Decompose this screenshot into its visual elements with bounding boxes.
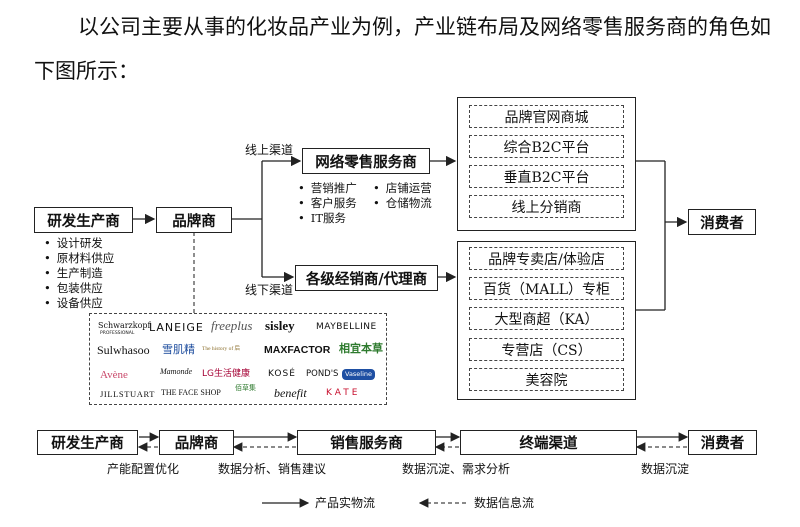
- rd-item: 设计研发: [44, 236, 103, 251]
- legend-physical-flow: 产品实物流: [315, 496, 376, 510]
- demand-analysis-label: 数据沉淀、需求分析: [402, 462, 511, 476]
- logo-xuejijing: 雪肌精: [162, 343, 195, 356]
- intro-line-1: 以公司主要从事的化妆品产业为例，产业链布局及网络零售服务商的角色如: [78, 15, 771, 39]
- logo-lg-household: LG生活健康: [202, 369, 250, 379]
- bottom-rd-producer-box: 研发生产商: [37, 430, 138, 455]
- net-retail-item: 营销推广: [298, 181, 357, 196]
- capacity-optimization-label: 产能配置优化: [107, 462, 180, 476]
- rd-producer-box: 研发生产商: [34, 207, 133, 233]
- offline-channel-item: 百货（MALL）专柜: [469, 277, 624, 300]
- offline-channel-item: 专营店（CS）: [469, 338, 624, 361]
- logo-mamonde: Mamonde: [160, 367, 192, 376]
- logo-herborist: 佰草集: [235, 384, 256, 392]
- brand-logos-frame: Schwarzkopf PROFESSIONAL LANEIGE freeplu…: [89, 313, 387, 405]
- offline-channel-item: 大型商超（KA）: [469, 307, 624, 330]
- net-retail-item: 店铺运营: [373, 181, 432, 196]
- logo-laneige: LANEIGE: [149, 321, 204, 334]
- net-retail-item: 客户服务: [298, 196, 357, 211]
- logo-benefit: benefit: [274, 386, 307, 400]
- logo-xiangyi: 相宜本草: [339, 342, 383, 355]
- bottom-sales-service-box: 销售服务商: [297, 430, 436, 455]
- offline-channel-label: 线下渠道: [245, 283, 294, 297]
- logo-thefaceshop: THE FACE SHOP: [161, 388, 221, 397]
- online-channel-item: 品牌官网商城: [469, 105, 624, 128]
- online-channel-item: 线上分销商: [469, 195, 624, 218]
- data-analysis-label: 数据分析、销售建议: [218, 462, 327, 476]
- logo-kate: KATE: [326, 388, 361, 398]
- logo-sisley: sisley: [265, 318, 295, 333]
- intro-line-2: 下图所示：: [34, 59, 139, 83]
- bottom-terminal-channel-box: 终端渠道: [460, 430, 637, 455]
- logo-maybelline: MAYBELLINE: [316, 322, 377, 332]
- rd-item: 设备供应: [44, 296, 103, 311]
- offline-channel-item: 品牌专卖店/体验店: [469, 247, 624, 270]
- online-channel-item: 垂直B2C平台: [469, 165, 624, 188]
- logo-freeplus: freeplus: [211, 318, 253, 333]
- online-channel-item: 综合B2C平台: [469, 135, 624, 158]
- rd-item: 原材料供应: [44, 251, 115, 266]
- brand-box: 品牌商: [156, 207, 232, 233]
- offline-channel-item: 美容院: [469, 368, 624, 391]
- logo-kose: KOSÉ: [268, 369, 296, 379]
- consumer-box: 消费者: [688, 209, 756, 235]
- legend-information-flow: 数据信息流: [474, 496, 535, 510]
- online-channels-frame: [457, 97, 636, 231]
- data-precipitation-label: 数据沉淀: [641, 462, 690, 476]
- rd-item: 包装供应: [44, 281, 103, 296]
- logo-jillstuart: JILLSTUART: [100, 389, 156, 399]
- rd-item: 生产制造: [44, 266, 103, 281]
- logo-maxfactor: MAXFACTOR: [264, 344, 331, 356]
- logo-schwarzkopf: Schwarzkopf: [98, 321, 151, 330]
- online-channel-label: 线上渠道: [245, 143, 294, 157]
- logo-avene: Avène: [100, 369, 128, 381]
- bottom-brand-box: 品牌商: [159, 430, 234, 455]
- logo-schwarzkopf-sub: PROFESSIONAL: [100, 331, 135, 336]
- logo-sulwhasoo: Sulwhasoo: [97, 343, 150, 357]
- distributor-box: 各级经销商/代理商: [295, 265, 438, 291]
- logo-ponds: POND'S: [306, 369, 339, 379]
- logo-history-of-whoo: The history of 后: [202, 346, 241, 352]
- offline-channels-frame: [457, 241, 636, 400]
- bottom-consumer-box: 消费者: [688, 430, 757, 455]
- net-retail-service-box: 网络零售服务商: [302, 148, 430, 174]
- net-retail-item: IT服务: [298, 211, 346, 226]
- net-retail-item: 仓储物流: [373, 196, 432, 211]
- logo-vaseline: Vaseline: [342, 369, 376, 380]
